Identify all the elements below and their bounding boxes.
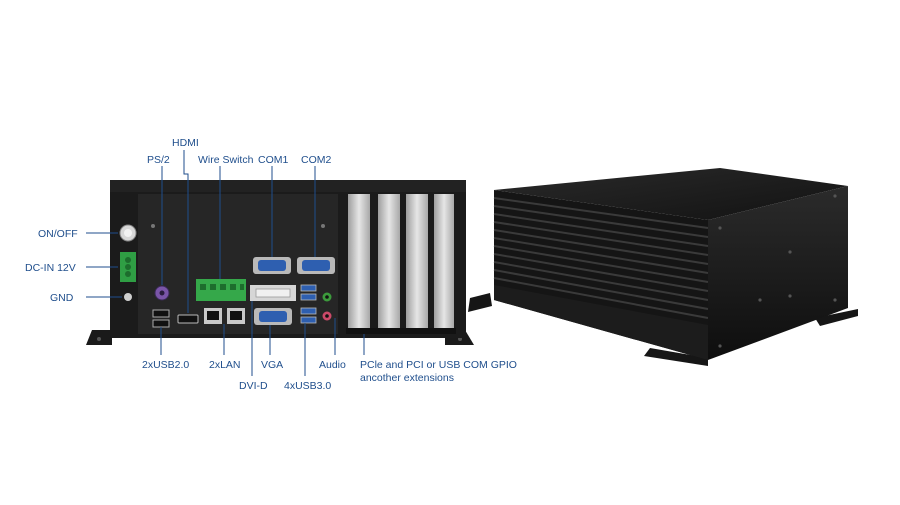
label-com1: COM1 xyxy=(258,154,288,166)
label-com2: COM2 xyxy=(301,154,331,166)
label-on-off: ON/OFF xyxy=(38,228,78,240)
chassis-front xyxy=(708,186,848,360)
label-audio: Audio xyxy=(319,359,346,371)
lan-ports xyxy=(204,308,245,324)
ground-screw xyxy=(124,293,132,301)
foot-back-left xyxy=(468,293,492,312)
chassis-top xyxy=(494,168,848,220)
expansion-slots xyxy=(346,194,456,334)
label-vga: VGA xyxy=(261,359,283,371)
hdmi-port xyxy=(177,314,199,324)
callout-labels: HDMI PS/2 Wire Switch COM1 COM2 ON/OFF D… xyxy=(25,137,517,392)
audio-jacks xyxy=(322,292,332,321)
label-gnd: GND xyxy=(50,292,74,304)
label-usb20: 2xUSB2.0 xyxy=(142,359,189,371)
label-expansion-line1: PCle and PCI or USB COM GPIO xyxy=(360,359,517,371)
com1-port xyxy=(253,257,291,274)
label-hdmi: HDMI xyxy=(172,137,199,149)
label-dc-in: DC-IN 12V xyxy=(25,262,76,274)
wire-switch-terminal xyxy=(196,279,246,301)
vga-port xyxy=(254,308,292,325)
foot-front-left xyxy=(644,348,708,366)
callout-lines xyxy=(86,150,365,376)
label-expansion-line2: ancother extensions xyxy=(360,372,454,384)
usb30-ports xyxy=(300,284,317,324)
foot-front-right xyxy=(815,309,858,326)
rear-panel-view xyxy=(86,180,474,345)
label-lan: 2xLAN xyxy=(209,359,241,371)
label-usb30: 4xUSB3.0 xyxy=(284,380,331,392)
label-wire-switch: Wire Switch xyxy=(198,154,254,166)
label-ps2: PS/2 xyxy=(147,154,170,166)
dc-in-terminal xyxy=(120,252,136,282)
angled-chassis-view xyxy=(468,168,858,366)
heatsink-fins xyxy=(493,197,709,319)
label-dvid: DVI-D xyxy=(239,380,268,392)
dvid-port xyxy=(250,285,296,301)
com2-port xyxy=(297,257,335,274)
